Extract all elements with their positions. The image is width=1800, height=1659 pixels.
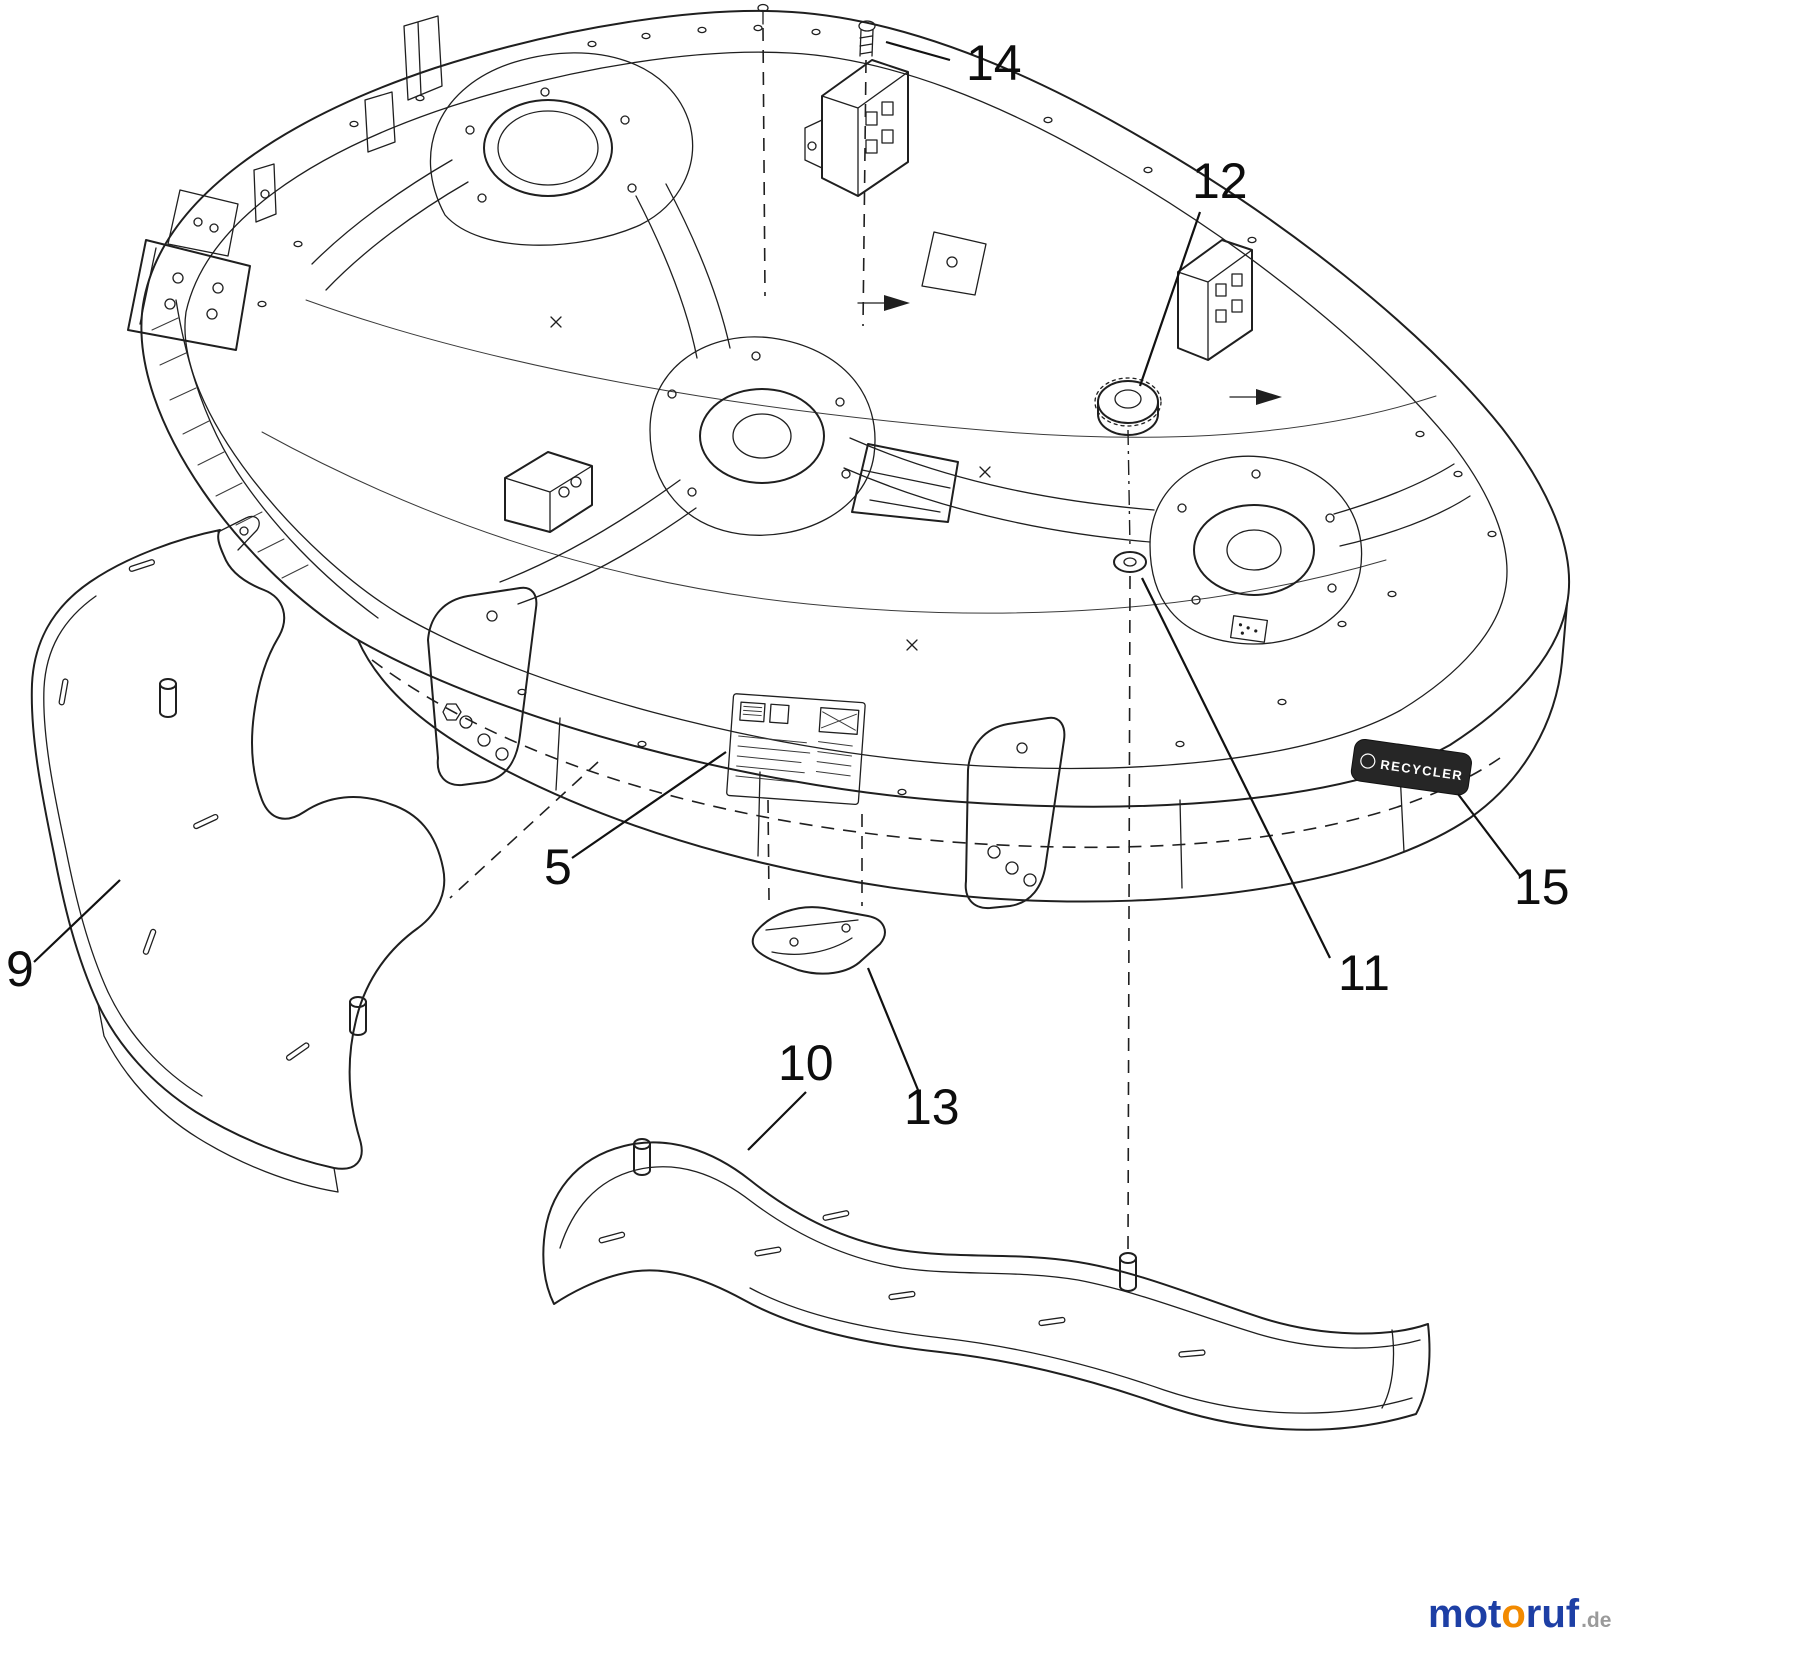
small-spec-tag [1229,615,1269,643]
baffle-left-9 [30,515,446,1193]
standoff-pin [1119,1252,1137,1292]
left-edge-hatching [151,317,309,579]
callout-11-label: 11 [1338,945,1390,1001]
callout-14-leader [885,40,951,62]
deck-skirt [357,603,1568,903]
standoff-pin [349,996,367,1036]
callout-5-label: 5 [544,839,572,895]
warning-decal-5 [726,693,866,805]
deck-back-tab [253,163,277,223]
deck-back-tab [403,15,443,101]
deck-outer-rim [140,9,1571,808]
direction-arrow [857,295,910,311]
callout-9-label: 9 [6,941,34,997]
assembly-line-baffle-left [449,761,599,899]
callout-13-label: 13 [904,1079,960,1135]
mount-bracket-mid [504,451,593,533]
screw-large [858,20,876,327]
mower-deck-body [140,9,1571,903]
callout-14-label: 14 [966,35,1022,91]
screw-small [757,3,769,297]
callout-13-leader [866,967,920,1091]
watermark-domain: .de [1581,1609,1612,1632]
standoff-pin [633,1138,651,1176]
front-bracket-left [427,586,538,787]
bracket-part-13 [751,906,886,975]
mount-bracket-right [1177,239,1253,361]
knob-part-12 [1094,377,1162,436]
standoff-pin [159,678,177,718]
mount-bracket-top [804,59,909,197]
callout-9-leader [33,879,121,963]
deck-ribs [311,159,1471,605]
callout-15-label: 15 [1514,859,1570,915]
mount-plate-small [921,231,987,296]
spindle-pocket-center [649,336,876,536]
callout-11-leader [1141,577,1331,959]
assembly-axis-11 [1127,575,1131,1251]
callout-5-leader [571,751,727,859]
callout-10-leader [747,1091,807,1151]
callout-10-label: 10 [778,1035,834,1091]
deck-holes [257,24,1497,796]
spindle-pocket-right [1149,455,1363,645]
callout-15-leader [1457,793,1521,877]
mount-clip-center [851,443,959,523]
deck-inner-rim [184,51,1508,770]
callout-12-label: 12 [1192,153,1248,209]
deck-back-tab [364,91,396,153]
watermark-prefix: mot [1428,1592,1502,1636]
spindle-pocket-left [429,52,694,246]
recycler-decal-15: RECYCLER [1350,738,1472,796]
mount-plate-left [127,189,251,351]
watermark-suffix: ruf [1525,1592,1580,1636]
front-bracket-right [964,716,1066,910]
direction-arrow [1229,389,1282,405]
callout-12-leader [1138,211,1202,387]
baffle-bottom-10 [542,1138,1431,1431]
watermark-accent-letter: o [1501,1592,1526,1636]
washer-part-11 [1113,551,1147,573]
